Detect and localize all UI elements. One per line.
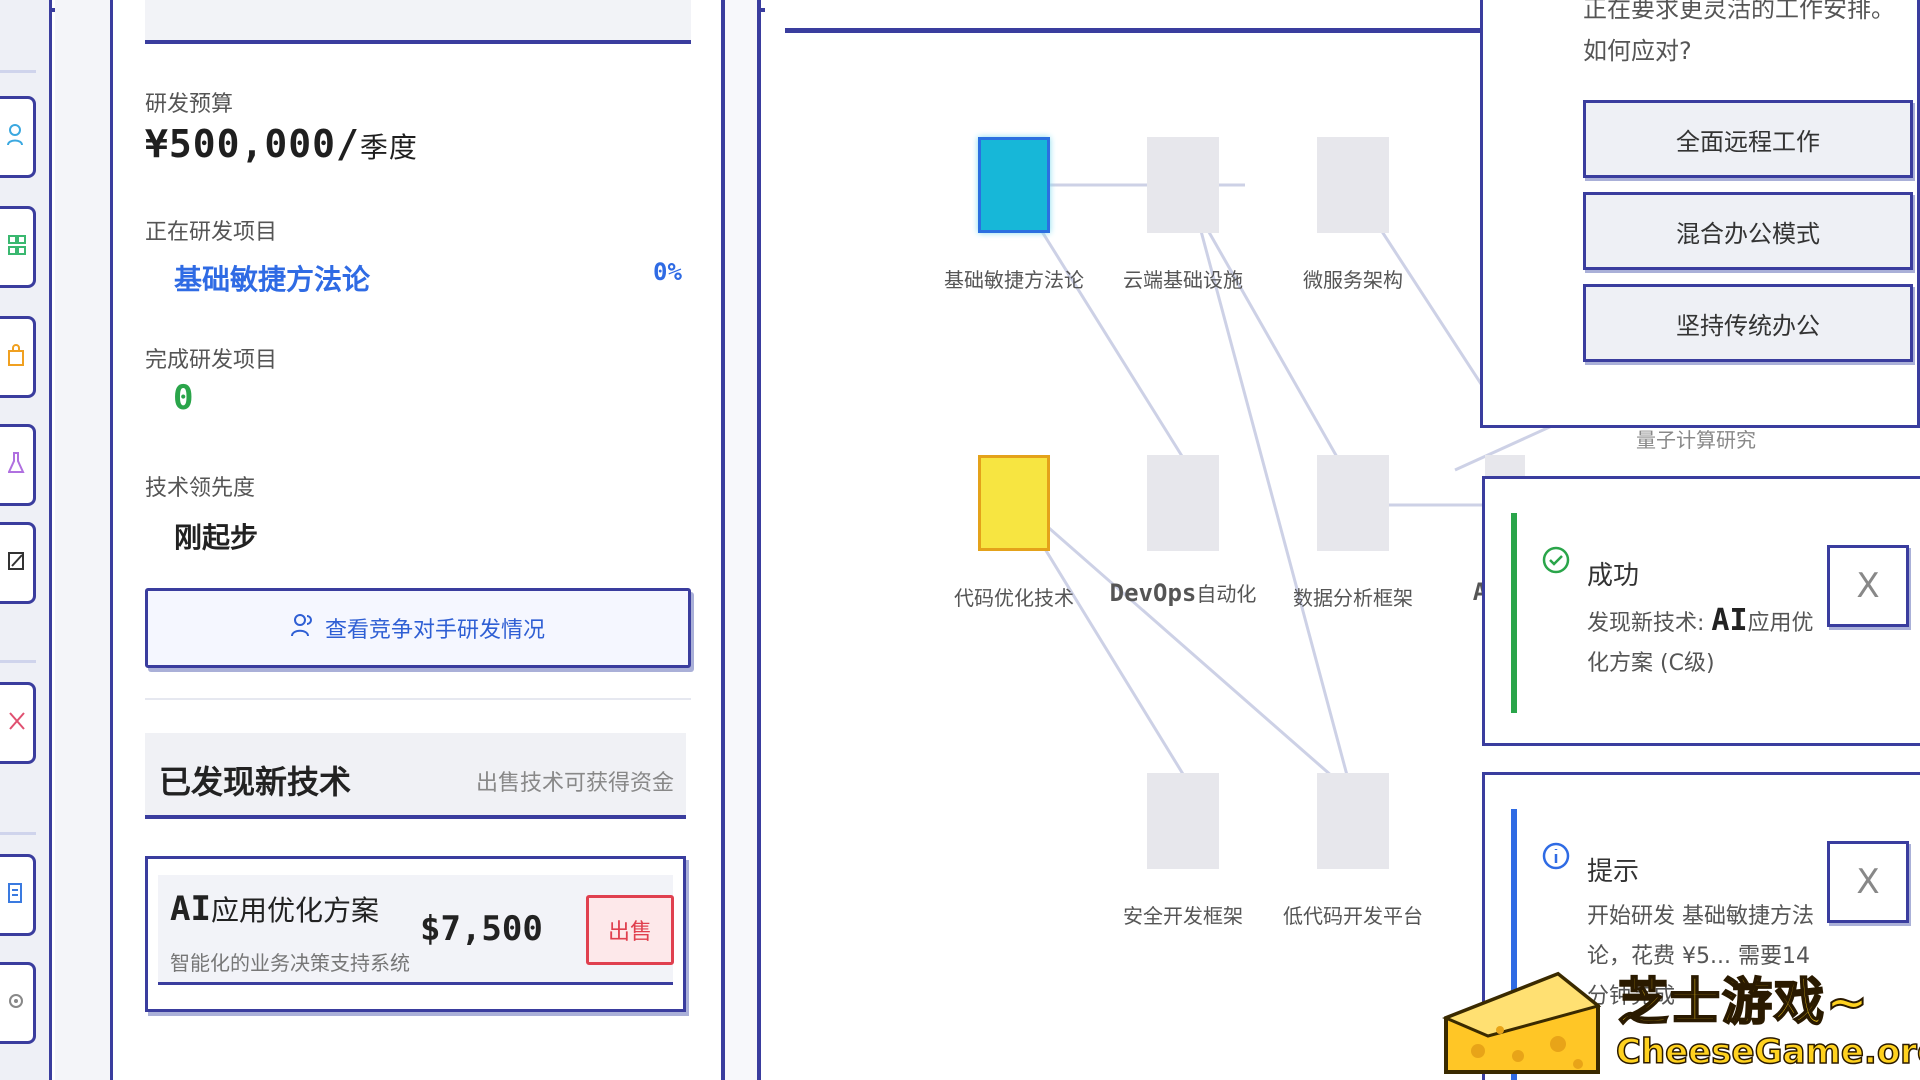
tech-price: $7,500 bbox=[420, 909, 543, 949]
current-research-label: 正在研发项目 bbox=[145, 220, 278, 245]
close-button[interactable]: X bbox=[1827, 545, 1909, 627]
choice-remote-button[interactable]: 全面远程工作 bbox=[1583, 100, 1913, 178]
event-dialog: 正在要求更灵活的工作安排。如何应对? 全面远程工作 混合办公模式 坚持传统办公 bbox=[1480, 0, 1920, 428]
cheese-watermark: 芝士游戏~ CheeseGame.org bbox=[1438, 962, 1920, 1080]
choice-hybrid-button[interactable]: 混合办公模式 bbox=[1583, 192, 1913, 270]
section-divider bbox=[145, 698, 691, 700]
cheese-logo-icon bbox=[1438, 966, 1608, 1080]
tree-node-low-code[interactable] bbox=[1317, 773, 1389, 869]
document-icon bbox=[7, 881, 26, 909]
info-icon bbox=[1541, 841, 1571, 875]
choice-traditional-button[interactable]: 坚持传统办公 bbox=[1583, 284, 1913, 362]
tree-node-code-optimization[interactable] bbox=[978, 455, 1050, 551]
tree-node-devops[interactable] bbox=[1147, 455, 1219, 551]
tree-node-label: 量子计算研究 bbox=[1636, 428, 1756, 452]
view-rivals-button[interactable]: 查看竞争对手研发情况 bbox=[145, 588, 691, 668]
budget-label: 研发预算 bbox=[145, 92, 234, 117]
tech-lead-value: 刚起步 bbox=[174, 521, 259, 554]
gear-icon bbox=[8, 989, 26, 1017]
toast-message-part: 开始研发 基础敏捷方法论，花费 bbox=[1587, 904, 1814, 969]
tech-name-prefix: AI bbox=[170, 889, 211, 929]
users-icon bbox=[6, 123, 27, 151]
event-question: 正在要求更灵活的工作安排。如何应对? bbox=[1583, 0, 1895, 65]
tree-node-label: 基础敏捷方法论 bbox=[944, 268, 1084, 292]
nav-research-button[interactable] bbox=[0, 424, 36, 506]
tree-node-microservices[interactable] bbox=[1317, 137, 1389, 233]
nav-edit-button[interactable] bbox=[0, 522, 36, 604]
tree-node-label: DevOps自动化 bbox=[1083, 578, 1283, 607]
budget-value: ¥500,000/季度 bbox=[145, 122, 418, 166]
tree-top-bar bbox=[785, 28, 1490, 33]
toast-message: 开始研发 基础敏捷方法论，花费 ¥5... 需要14分钟完成 bbox=[1587, 897, 1817, 1017]
tree-node-label: 低代码开发平台 bbox=[1283, 904, 1423, 928]
watermark-name: 芝士游戏~ bbox=[1617, 972, 1870, 1032]
rail-gutter bbox=[55, 0, 113, 1080]
devops-label-rest: 自动化 bbox=[1196, 582, 1257, 606]
tech-name: AI应用优化方案 bbox=[170, 889, 379, 929]
toast-message-mono: AI bbox=[1711, 603, 1748, 638]
toast-message-part: ¥5... 需要14分钟完成 bbox=[1587, 944, 1810, 1009]
nav-users-button[interactable] bbox=[0, 96, 36, 178]
tree-node-label: 云端基础设施 bbox=[1123, 268, 1243, 292]
toast-title: 成功 bbox=[1587, 561, 1640, 591]
shopping-bag-icon bbox=[7, 343, 26, 371]
sell-button[interactable]: 出售 bbox=[586, 895, 674, 965]
toast-message-part: 发现新技术: bbox=[1587, 611, 1712, 636]
completed-count: 0 bbox=[173, 378, 194, 418]
panel-header-tab bbox=[145, 0, 691, 44]
nav-grid-button[interactable] bbox=[0, 206, 36, 288]
tech-description: 智能化的业务决策支持系统 bbox=[170, 951, 410, 975]
nav-report-button[interactable] bbox=[0, 854, 36, 936]
tree-node-security[interactable] bbox=[1147, 773, 1219, 869]
success-toast: 成功 发现新技术: AI应用优化方案 (C级) X bbox=[1482, 476, 1920, 746]
nav-store-button[interactable] bbox=[0, 316, 36, 398]
devops-label-prefix: DevOps bbox=[1109, 579, 1197, 607]
grid-icon bbox=[7, 233, 26, 261]
tree-node-label: 安全开发框架 bbox=[1123, 904, 1243, 928]
budget-amount: ¥500,000/ bbox=[145, 122, 360, 166]
success-bar bbox=[1511, 513, 1517, 713]
tech-card-body: AI应用优化方案 智能化的业务决策支持系统 $7,500 出售 bbox=[158, 875, 674, 985]
tree-node-label: 数据分析框架 bbox=[1293, 586, 1413, 610]
close-button[interactable]: X bbox=[1827, 841, 1909, 923]
nav-tools-button[interactable] bbox=[0, 682, 36, 764]
rail-separator bbox=[0, 660, 36, 663]
discovered-tech-title: 已发现新技术 bbox=[159, 763, 352, 801]
discovered-tech-hint: 出售技术可获得资金 bbox=[475, 771, 674, 796]
tree-links bbox=[1011, 183, 1566, 811]
tree-node-cloud[interactable] bbox=[1147, 137, 1219, 233]
info-bar bbox=[1511, 809, 1517, 1080]
tech-card: AI应用优化方案 智能化的业务决策支持系统 $7,500 出售 bbox=[145, 856, 686, 1012]
tree-node-agile[interactable] bbox=[978, 137, 1050, 233]
research-progress: 0% bbox=[653, 258, 682, 286]
flask-icon bbox=[6, 451, 26, 479]
tree-node-label: 微服务架构 bbox=[1303, 268, 1403, 292]
nav-rail bbox=[0, 0, 52, 1080]
rail-separator bbox=[0, 70, 36, 73]
research-panel: 研发预算 ¥500,000/季度 正在研发项目 基础敏捷方法论 0% 完成研发项… bbox=[113, 0, 725, 1080]
toast-title: 提示 bbox=[1587, 857, 1640, 887]
edit-icon bbox=[7, 549, 26, 577]
tree-node-data-analytics[interactable] bbox=[1317, 455, 1389, 551]
user-icon bbox=[290, 612, 313, 644]
nav-settings-button[interactable] bbox=[0, 962, 36, 1044]
completed-label: 完成研发项目 bbox=[145, 348, 278, 373]
budget-unit: 季度 bbox=[359, 131, 418, 164]
panel-gap bbox=[725, 0, 761, 1080]
current-project-name: 基础敏捷方法论 bbox=[174, 263, 371, 296]
discovered-tech-header: 已发现新技术 出售技术可获得资金 bbox=[145, 733, 686, 819]
tools-icon bbox=[8, 709, 26, 737]
toast-message: 发现新技术: AI应用优化方案 (C级) bbox=[1587, 601, 1817, 684]
watermark-site: CheeseGame.org bbox=[1615, 1031, 1920, 1073]
check-circle-icon bbox=[1541, 545, 1571, 579]
view-rivals-label: 查看竞争对手研发情况 bbox=[324, 618, 545, 643]
rail-separator bbox=[0, 832, 36, 835]
tech-lead-label: 技术领先度 bbox=[145, 476, 256, 501]
tech-name-rest: 应用优化方案 bbox=[210, 894, 379, 927]
toast-message-part: 应用优化方案 (C级) bbox=[1587, 611, 1814, 676]
tree-node-label: 代码优化技术 bbox=[954, 586, 1074, 610]
